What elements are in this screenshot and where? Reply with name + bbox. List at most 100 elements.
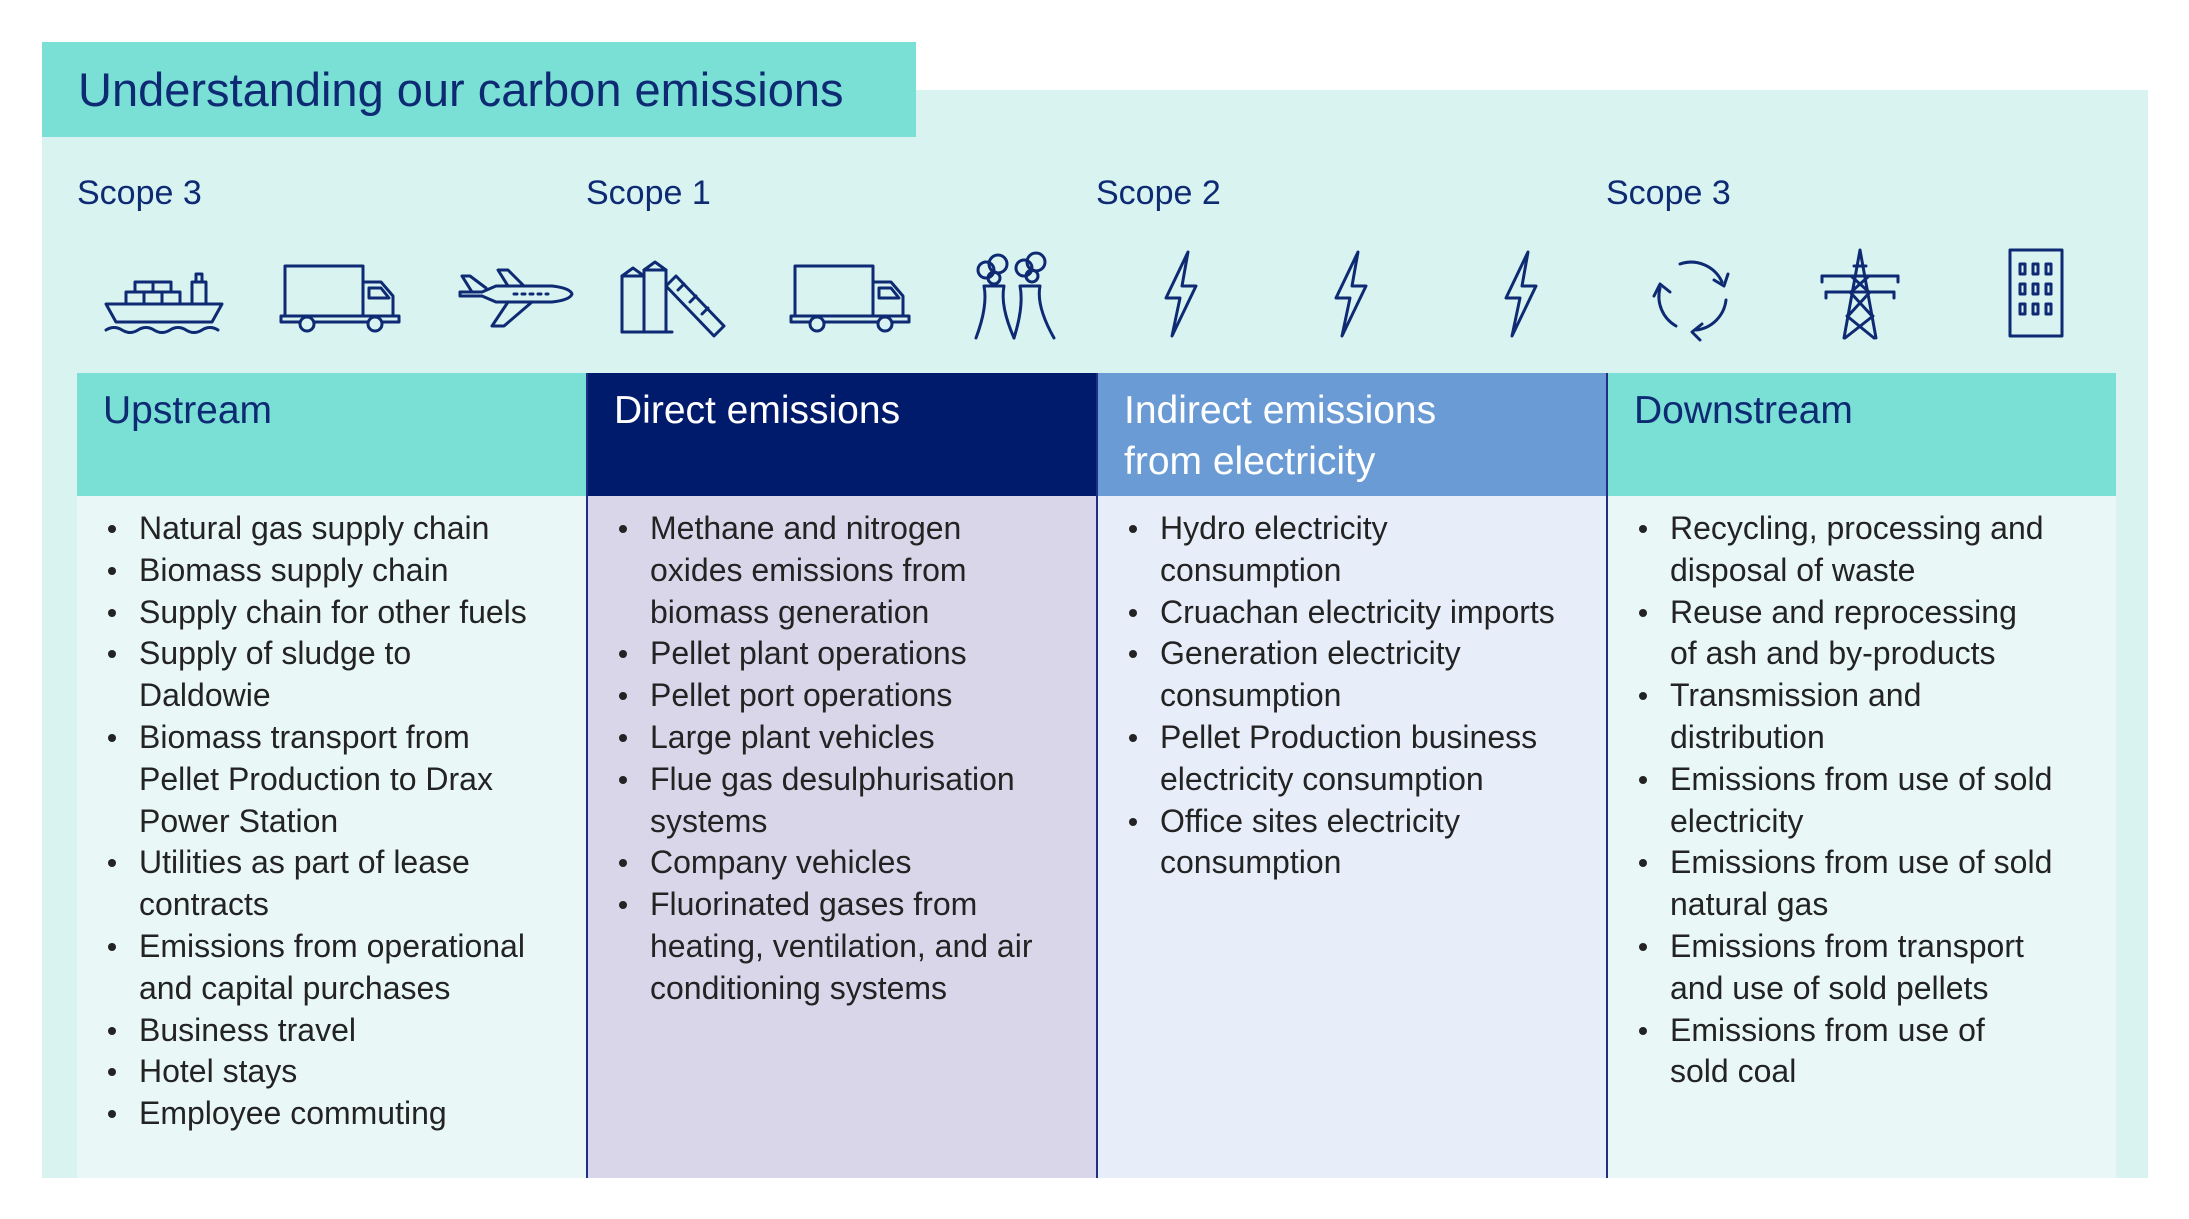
column-downstream: Downstream Recycling, processing and disp…: [1606, 373, 2116, 1178]
list-item: Biomass supply chain: [108, 550, 577, 592]
list-item-line: Pellet Production business: [1160, 718, 1538, 755]
list-item: Hotel stays: [108, 1051, 577, 1093]
list-item-line: distribution: [1670, 718, 1825, 755]
list-item-line: Employee commuting: [139, 1095, 447, 1132]
list-item-line: sold coal: [1670, 1053, 1797, 1090]
item-list: Recycling, processing and disposal of was…: [1608, 496, 2116, 1093]
list-item: Emissions from operational and capital pu…: [108, 926, 577, 1010]
list-item-line: Utilities as part of lease: [139, 844, 470, 881]
list-item: Large plant vehicles: [619, 717, 1086, 759]
truck-icon: [277, 246, 405, 342]
list-item: Emissions from use of sold natural gas: [1639, 842, 2106, 926]
column-heading-line: Indirect emissions: [1124, 389, 1437, 432]
list-item: Pellet port operations: [619, 675, 1086, 717]
column-body: Recycling, processing and disposal of was…: [1608, 496, 2116, 1178]
list-item-line: Hydro electricity: [1160, 510, 1388, 546]
list-item: Hydro electricity consumption: [1129, 508, 1596, 592]
list-item: Cruachan electricity imports: [1129, 592, 1596, 634]
list-item-line: oxides emissions from: [650, 551, 967, 588]
scope-label-upstream: Scope 3: [77, 174, 202, 212]
title-tab: Understanding our carbon emissions: [42, 42, 916, 137]
list-item-line: Pellet Production to Drax: [139, 760, 493, 797]
list-item-line: Daldowie: [139, 677, 271, 714]
list-item: Emissions from use of sold coal: [1639, 1010, 2106, 1094]
list-item-line: of ash and by-products: [1670, 635, 1996, 672]
list-item-line: electricity consumption: [1160, 760, 1484, 797]
column-heading: Indirect emissions from electricity: [1098, 373, 1606, 496]
item-list: Methane and nitrogen oxides emissions fro…: [588, 496, 1096, 1010]
list-item-line: Emissions from use of: [1670, 1011, 1985, 1048]
list-item-line: and capital purchases: [139, 969, 451, 1006]
list-item-line: Power Station: [139, 802, 339, 839]
list-item-line: consumption: [1160, 551, 1342, 588]
list-item: Supply chain for other fuels: [108, 592, 577, 634]
cooling-towers-icon: [954, 246, 1082, 342]
list-item: Business travel: [108, 1010, 577, 1052]
list-item: Natural gas supply chain: [108, 508, 577, 550]
list-item-line: Methane and nitrogen: [650, 510, 962, 546]
list-item-line: Emissions from use of sold: [1670, 844, 2053, 881]
list-item-line: and use of sold pellets: [1670, 969, 1989, 1006]
list-item: Methane and nitrogen oxides emissions fro…: [619, 508, 1086, 633]
list-item-line: disposal of waste: [1670, 551, 1916, 588]
list-item-line: Biomass transport from: [139, 718, 470, 755]
list-item-line: consumption: [1160, 844, 1342, 881]
list-item-line: Natural gas supply chain: [139, 510, 490, 546]
column-indirect-emissions: Indirect emissions from electricity Hydro…: [1096, 373, 1606, 1178]
silo-conveyor-icon: [612, 246, 740, 342]
list-item-line: Cruachan electricity imports: [1160, 593, 1555, 630]
list-item-line: Pellet port operations: [650, 677, 953, 714]
list-item-line: Biomass supply chain: [139, 551, 449, 588]
pylon-icon: [1796, 246, 1924, 342]
list-item-line: Recycling, processing and: [1670, 510, 2044, 546]
list-item: Employee commuting: [108, 1093, 577, 1135]
column-heading-line: from electricity: [1124, 440, 1376, 483]
office-building-icon: [1972, 246, 2100, 342]
list-item-line: natural gas: [1670, 886, 1829, 923]
list-item-line: Business travel: [139, 1011, 356, 1048]
list-item: Recycling, processing and disposal of was…: [1639, 508, 2106, 592]
list-item-line: Generation electricity: [1160, 635, 1461, 672]
scope-label-downstream: Scope 3: [1606, 174, 1731, 212]
list-item-line: Hotel stays: [139, 1053, 298, 1090]
list-item-line: Fluorinated gases from: [650, 886, 978, 923]
list-item: Flue gas desulphurisation systems: [619, 759, 1086, 843]
list-item: Generation electricity consumption: [1129, 633, 1596, 717]
list-item-line: Emissions from transport: [1670, 927, 2024, 964]
list-item: Fluorinated gases from heating, ventilati…: [619, 884, 1086, 1009]
column-heading-line: Direct emissions: [614, 389, 901, 432]
list-item: Reuse and reprocessing of ash and by-prod…: [1639, 592, 2106, 676]
scope-label-direct: Scope 1: [586, 174, 711, 212]
list-item: Pellet Production business electricity co…: [1129, 717, 1596, 801]
lightning-icon: [1286, 246, 1414, 342]
column-body: Methane and nitrogen oxides emissions fro…: [588, 496, 1096, 1178]
list-item-line: Flue gas desulphurisation: [650, 760, 1015, 797]
lightning-icon: [1116, 246, 1244, 342]
list-item-line: biomass generation: [650, 593, 930, 630]
list-item-line: Reuse and reprocessing: [1670, 593, 2017, 630]
list-item-line: Emissions from operational: [139, 927, 525, 964]
page-title: Understanding our carbon emissions: [78, 63, 844, 116]
scope-label-indirect: Scope 2: [1096, 174, 1221, 212]
list-item-line: Large plant vehicles: [650, 718, 935, 755]
list-item: Emissions from transport and use of sold …: [1639, 926, 2106, 1010]
list-item-line: Emissions from use of sold: [1670, 760, 2053, 797]
column-heading: Downstream: [1608, 373, 2116, 496]
recycle-icon: [1630, 246, 1758, 342]
lightning-icon: [1456, 246, 1584, 342]
column-direct-emissions: Direct emissions Methane and nitrogen oxi…: [586, 373, 1096, 1178]
list-item-line: systems: [650, 802, 768, 839]
list-item-line: consumption: [1160, 677, 1342, 714]
column-heading-line: Downstream: [1634, 389, 1853, 432]
column-heading: Upstream: [77, 373, 587, 496]
list-item-line: heating, ventilation, and air: [650, 927, 1033, 964]
truck-icon: [787, 246, 915, 342]
ship-icon: [102, 246, 230, 342]
